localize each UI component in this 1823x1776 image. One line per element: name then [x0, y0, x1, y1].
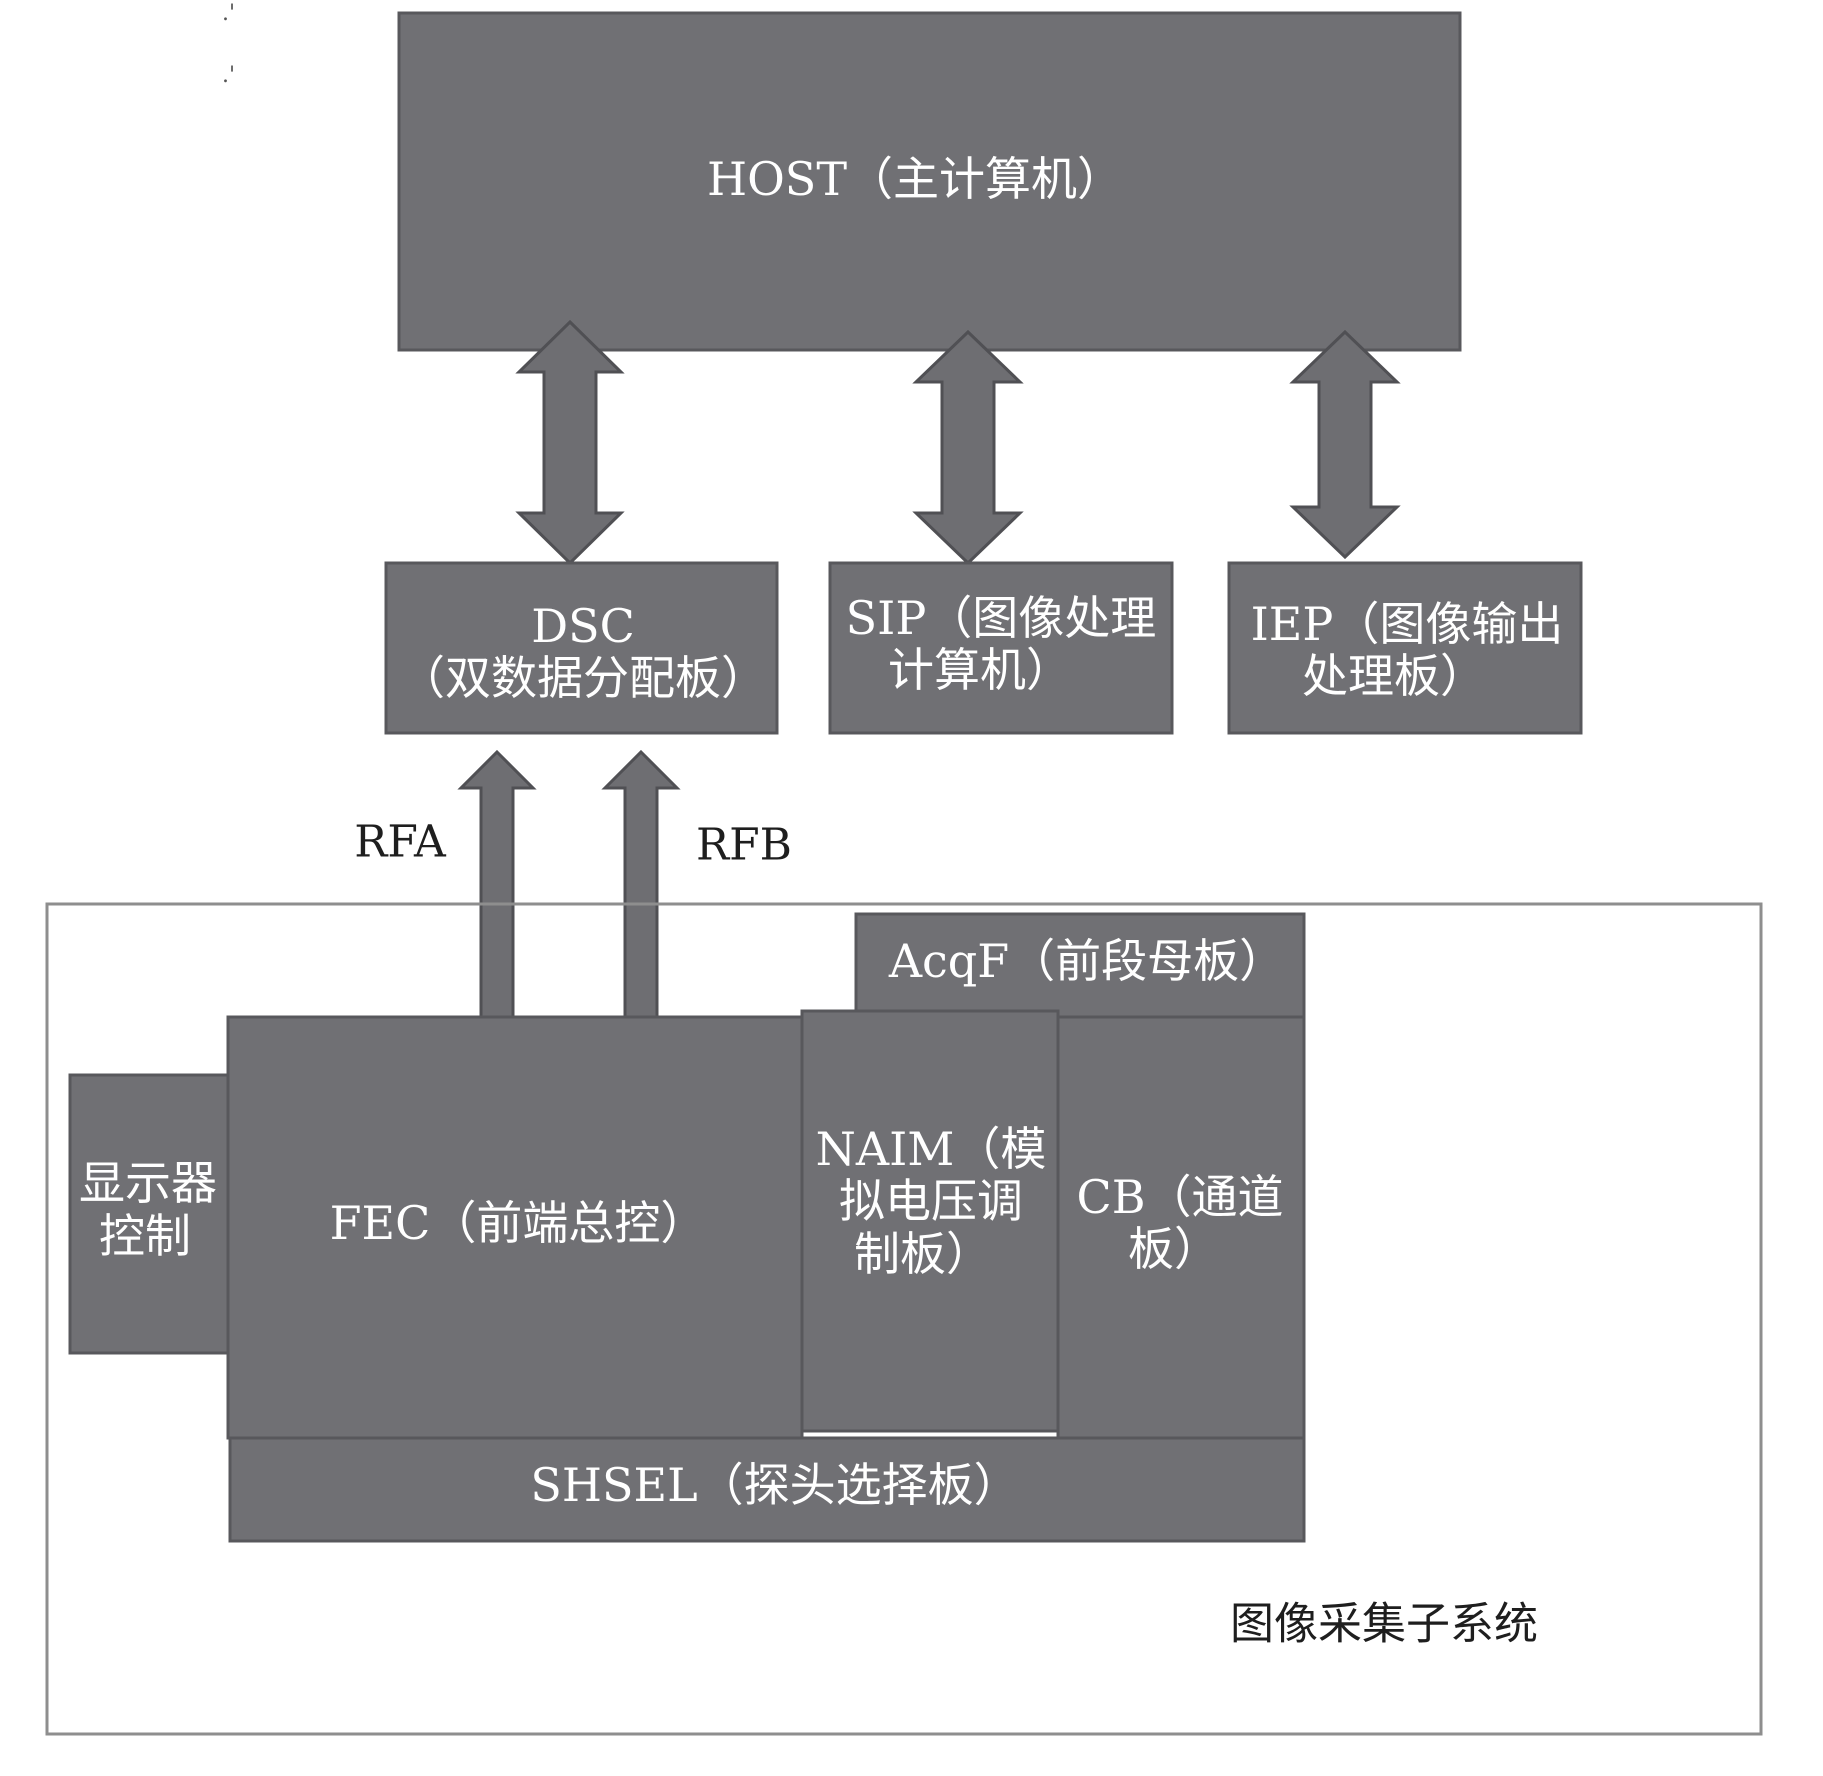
dsc-box — [384, 561, 779, 735]
shsel-node: SHSEL（探头选择板） — [228, 1436, 1306, 1543]
iep-label-line1: IEP（图像输出 — [1251, 597, 1564, 651]
display-control-box — [68, 1073, 232, 1355]
naim-label-line2: 拟电压调 — [839, 1174, 1023, 1228]
dsc-node: DSC （双数据分配板） — [384, 561, 779, 735]
naim-box — [800, 1009, 1060, 1433]
iep-label-line2: 处理板） — [1302, 649, 1486, 703]
cb-box — [1056, 1015, 1306, 1440]
shsel-box — [228, 1436, 1306, 1543]
display-control-line1: 显示器 — [79, 1156, 217, 1210]
rfa-label: RFA — [354, 817, 447, 868]
display-control-node: 显示器 控制 — [68, 1073, 232, 1355]
cb-label-line1: CB（通道 — [1077, 1170, 1284, 1224]
sip-box — [828, 561, 1174, 735]
rfb-arrow — [601, 749, 681, 1019]
dsc-label-line2: （双数据分配板） — [399, 651, 767, 705]
stray-mark-1: .' — [222, 1, 235, 26]
cb-node: CB（通道 板） — [1056, 1015, 1306, 1440]
naim-label-line3: 制板） — [854, 1227, 992, 1281]
fec-box — [226, 1015, 804, 1440]
shsel-label: SHSEL（探头选择板） — [530, 1458, 1019, 1512]
dsc-label-line1: DSC — [531, 599, 635, 653]
rfb-label: RFB — [696, 820, 792, 871]
fec-node: FEC（前端总控） — [226, 1015, 804, 1440]
host-dsc-double-arrow — [515, 319, 625, 566]
host-node: HOST（主计算机） — [397, 11, 1462, 352]
host-box — [397, 11, 1462, 352]
host-sip-double-arrow — [912, 329, 1024, 566]
naim-node: NAIM（模 拟电压调 制板） — [800, 1009, 1060, 1433]
rfa-arrow — [457, 749, 537, 1019]
acquisition-subsystem-title: 图像采集子系统 — [1230, 1599, 1538, 1650]
sip-label-line1: SIP（图像处理 — [846, 591, 1157, 645]
stray-mark-2: .' — [222, 63, 235, 88]
iep-node: IEP（图像输出 处理板） — [1227, 561, 1583, 735]
host-label: HOST（主计算机） — [707, 152, 1123, 206]
iep-box — [1227, 561, 1583, 735]
sip-node: SIP（图像处理 计算机） — [828, 561, 1174, 735]
acqf-node: AcqF（前段母板） — [854, 912, 1306, 1019]
fec-label: FEC（前端总控） — [330, 1196, 707, 1250]
acquisition-subsystem-frame — [45, 902, 1763, 1736]
sip-label-line2: 计算机） — [888, 643, 1072, 697]
acqf-label: AcqF（前段母板） — [888, 934, 1285, 988]
host-iep-double-arrow — [1289, 329, 1401, 560]
display-control-line2: 控制 — [99, 1209, 191, 1263]
cb-label-line2: 板） — [1128, 1222, 1220, 1276]
naim-label-line1: NAIM（模 — [816, 1122, 1047, 1176]
